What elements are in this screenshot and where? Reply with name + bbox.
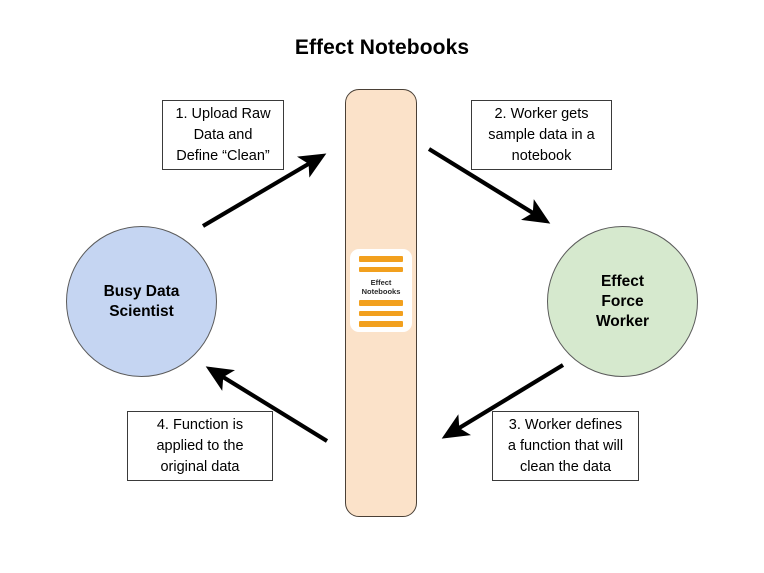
node-label-line1: Busy Data [103, 282, 180, 300]
effect-notebooks-logo: Effect Notebooks [350, 249, 412, 332]
node-label-line1: Effect [600, 272, 645, 290]
node-busy-data-scientist-label: Busy Data Scientist [104, 282, 180, 322]
step-box-3-text: 3. Worker defines a function that will c… [508, 415, 623, 478]
step-line-3: clean the data [519, 458, 612, 475]
logo-label-line1: Effect [370, 278, 392, 288]
step-line-2: Data and [193, 126, 253, 143]
logo-bar-1 [359, 256, 403, 262]
step-box-4: 4. Function is applied to the original d… [127, 411, 273, 481]
logo-bar-5 [359, 321, 403, 327]
step-line-3: notebook [511, 147, 572, 164]
node-label-line3: Worker [595, 312, 650, 330]
logo-bar-3 [359, 300, 403, 306]
logo-bar-2 [359, 266, 403, 273]
step-box-3: 3. Worker defines a function that will c… [492, 411, 639, 481]
step-box-2-text: 2. Worker gets sample data in a notebook [488, 104, 594, 167]
node-effect-force-worker-label: Effect Force Worker [596, 272, 649, 332]
step-line-2: sample data in a [488, 126, 595, 143]
logo-bar-4 [359, 310, 403, 317]
step-line-3: original data [160, 458, 240, 475]
logo-label-line2: Notebooks [361, 287, 401, 297]
node-label-line2: Scientist [109, 302, 174, 320]
step-line-2: applied to the [156, 437, 244, 454]
node-busy-data-scientist[interactable]: Busy Data Scientist [66, 226, 217, 377]
step-box-4-text: 4. Function is applied to the original d… [156, 415, 243, 478]
node-label-line2: Force [601, 292, 644, 310]
step-box-2: 2. Worker gets sample data in a notebook [471, 100, 612, 170]
step-line-1: 3. Worker defines [508, 416, 623, 433]
page-title: Effect Notebooks [294, 36, 470, 59]
logo-label: Effect Notebooks [353, 278, 409, 296]
step-line-1: 4. Function is [156, 416, 244, 433]
step-line-1: 2. Worker gets [494, 105, 589, 122]
step-line-1: 1. Upload Raw [175, 105, 271, 122]
step-line-2: a function that will [507, 437, 624, 454]
step-box-1-text: 1. Upload Raw Data and Define “Clean” [175, 104, 270, 167]
step-line-3: Define “Clean” [176, 147, 270, 164]
node-effect-force-worker[interactable]: Effect Force Worker [547, 226, 698, 377]
step-box-1: 1. Upload Raw Data and Define “Clean” [162, 100, 284, 170]
